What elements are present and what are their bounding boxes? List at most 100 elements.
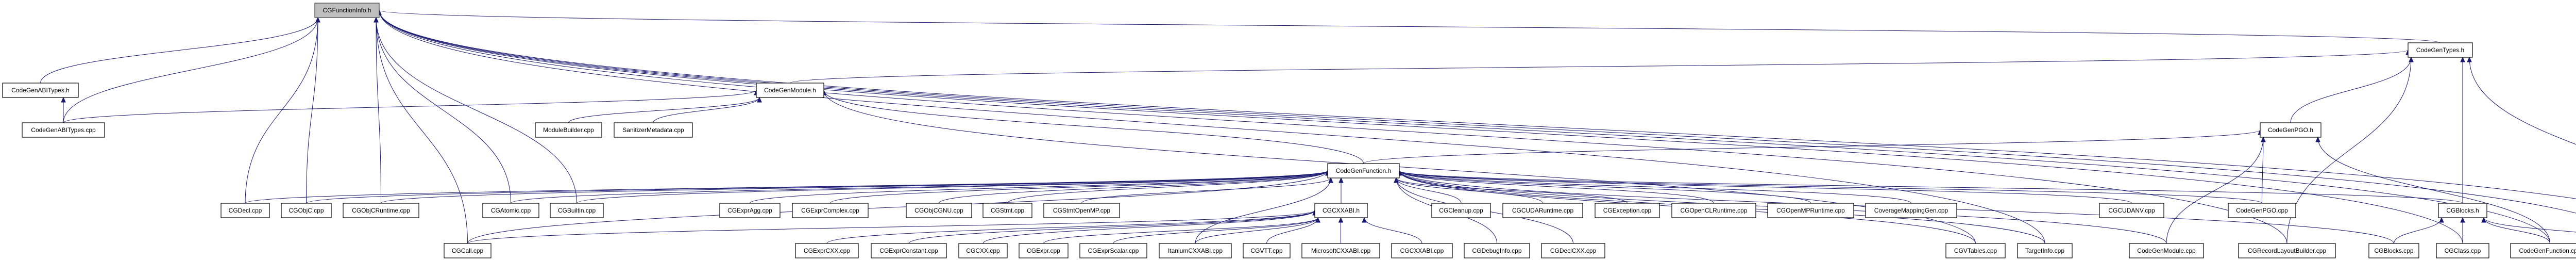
node-label: CGObjCGNU.cpp bbox=[914, 207, 963, 214]
arrowhead-icon bbox=[757, 96, 762, 103]
arrowhead-icon bbox=[2439, 217, 2444, 223]
edge-code-gen-function-cpp-to-code-gen-pgo-h bbox=[2317, 137, 2550, 244]
node-cgvtt-cpp[interactable]: CGVTT.cpp bbox=[1243, 243, 1291, 258]
node-cgbuiltin-cpp[interactable]: CGBuiltin.cpp bbox=[550, 203, 604, 218]
node-code-gen-module-cpp[interactable]: CodeGenModule.cpp bbox=[2129, 243, 2204, 258]
node-cgopen-clruntime-cpp[interactable]: CGOpenCLRuntime.cpp bbox=[1671, 203, 1756, 218]
edge-cgcxx-cpp-to-cgcxxabi-h bbox=[982, 210, 1315, 244]
node-code-gen-abitypes-cpp[interactable]: CodeGenABITypes.cpp bbox=[22, 122, 105, 138]
node-cgdecl-cxx-cpp[interactable]: CGDeclCXX.cpp bbox=[1541, 243, 1605, 258]
node-itanium-cxxabi-cpp[interactable]: ItaniumCXXABI.cpp bbox=[1159, 243, 1232, 258]
arrowhead-icon bbox=[2409, 56, 2414, 62]
node-cgrecord-layout-builder-cpp[interactable]: CGRecordLayoutBuilder.cpp bbox=[2238, 243, 2336, 258]
edge-cgvtables-cpp-to-code-gen-module-h bbox=[823, 90, 1976, 244]
node-cgobj-cgnu-cpp[interactable]: CGObjCGNU.cpp bbox=[906, 203, 972, 218]
node-cgexpr-scalar-cpp[interactable]: CGExprScalar.cpp bbox=[1079, 243, 1147, 258]
node-cgcxx-cpp[interactable]: CGCXX.cpp bbox=[958, 243, 1008, 258]
node-box bbox=[871, 243, 947, 258]
node-box bbox=[2238, 243, 2336, 258]
node-target-info-cpp[interactable]: TargetInfo.cpp bbox=[2017, 243, 2073, 258]
arrowhead-icon bbox=[61, 96, 66, 103]
arrowhead-icon bbox=[1394, 177, 1399, 183]
node-cgclass-cpp[interactable]: CGClass.cpp bbox=[2436, 243, 2489, 258]
edge-cgobj-cruntime-cpp-to-cgfunction-info-h bbox=[376, 17, 381, 204]
node-cgcxxabi-cpp[interactable]: CGCXXABI.cpp bbox=[1391, 243, 1453, 258]
node-cgcleanup-cpp[interactable]: CGCleanup.cpp bbox=[1431, 203, 1491, 218]
node-box bbox=[756, 83, 824, 98]
edge-sanitizer-metadata-cpp-to-code-gen-module-h bbox=[653, 97, 760, 123]
node-cgexception-cpp[interactable]: CGException.cpp bbox=[1595, 203, 1660, 218]
node-code-gen-pgo-h[interactable]: CodeGenPGO.h bbox=[2260, 122, 2321, 138]
node-label: TargetInfo.cpp bbox=[2025, 247, 2064, 254]
edge-code-gen-pgo-h-to-code-gen-types-h bbox=[2290, 57, 2412, 123]
arrowhead-icon bbox=[315, 17, 320, 23]
node-cgdecl-cpp[interactable]: CGDecl.cpp bbox=[221, 203, 270, 218]
node-cgexpr-cpp[interactable]: CGExpr.cpp bbox=[1019, 243, 1069, 258]
edge-cgexpr-scalar-cpp-to-cgcxxabi-h bbox=[1113, 217, 1318, 244]
edge-cgexpr-agg-cpp-to-code-gen-function-h bbox=[750, 170, 1328, 204]
node-cgexpr-constant-cpp[interactable]: CGExprConstant.cpp bbox=[871, 243, 947, 258]
node-cgobj-c-cpp[interactable]: CGObjC.cpp bbox=[281, 203, 332, 218]
edge-cgopen-clruntime-cpp-to-code-gen-function-h bbox=[1399, 170, 1714, 204]
node-box bbox=[2228, 203, 2296, 218]
arrowhead-icon bbox=[1328, 177, 1333, 183]
node-label: CGExprCXX.cpp bbox=[804, 247, 850, 254]
node-box bbox=[2, 83, 79, 98]
edge-cgblocks-h-to-code-gen-function-h bbox=[1399, 170, 2463, 204]
node-cgexpr-agg-cpp[interactable]: CGExprAgg.cpp bbox=[719, 203, 781, 218]
node-label: CGExprAgg.cpp bbox=[727, 207, 772, 214]
node-label: CodeGenPGO.h bbox=[2268, 126, 2313, 134]
node-cgstmt-open-mp-cpp[interactable]: CGStmtOpenMP.cpp bbox=[1043, 203, 1120, 218]
edge-coverage-mapping-gen-cpp-to-code-gen-function-h bbox=[1399, 170, 1911, 204]
node-box bbox=[343, 203, 419, 218]
node-cgcxxabi-h[interactable]: CGCXXABI.h bbox=[1314, 203, 1368, 218]
node-cgdebug-info-cpp[interactable]: CGDebugInfo.cpp bbox=[1464, 243, 1530, 258]
node-cgblocks-h[interactable]: CGBlocks.h bbox=[2438, 203, 2487, 218]
node-box bbox=[1541, 243, 1605, 258]
node-box bbox=[2017, 243, 2073, 258]
node-code-gen-function-cpp[interactable]: CodeGenFunction.cpp bbox=[2510, 243, 2576, 258]
edge-module-builder-cpp-to-code-gen-module-h bbox=[568, 97, 760, 123]
edge-code-gen-function-cpp-to-cgblocks-h bbox=[2483, 217, 2550, 244]
node-label: CGVTables.cpp bbox=[1954, 247, 1997, 254]
node-label: CGBuiltin.cpp bbox=[558, 207, 596, 214]
node-label: CGExprComplex.cpp bbox=[801, 207, 859, 214]
edge-cgvtt-cpp-to-cgcxxabi-h bbox=[1266, 217, 1318, 244]
node-cgcudanv-cpp[interactable]: CGCUDANV.cpp bbox=[2099, 203, 2164, 218]
node-cgfunction-info-h[interactable]: CGFunctionInfo.h bbox=[314, 3, 380, 18]
edge-code-gen-function-cpp-to-cgfunction-info-h bbox=[379, 10, 2550, 244]
edge-cgatomic-cpp-to-code-gen-function-h bbox=[511, 170, 1328, 204]
edge-cgobj-cmac-cpp-to-cgblocks-h bbox=[2483, 217, 2576, 233]
node-label: CodeGenModule.h bbox=[764, 87, 816, 94]
edge-cgbuiltin-cpp-to-code-gen-function-h bbox=[577, 170, 1328, 204]
node-cgexpr-complex-cpp[interactable]: CGExprComplex.cpp bbox=[792, 203, 869, 218]
edge-itanium-cxxabi-cpp-to-cgcxxabi-h bbox=[1195, 217, 1318, 244]
edge-cgatomic-cpp-to-cgfunction-info-h bbox=[376, 17, 511, 204]
node-cgobj-cruntime-cpp[interactable]: CGObjCRuntime.cpp bbox=[343, 203, 419, 218]
node-code-gen-abitypes-h[interactable]: CodeGenABITypes.h bbox=[2, 83, 79, 98]
node-cgcudaruntime-cpp[interactable]: CGCUDARuntime.cpp bbox=[1502, 203, 1583, 218]
node-code-gen-module-h[interactable]: CodeGenModule.h bbox=[756, 83, 824, 98]
node-cgatomic-cpp[interactable]: CGAtomic.cpp bbox=[482, 203, 539, 218]
node-module-builder-cpp[interactable]: ModuleBuilder.cpp bbox=[535, 122, 602, 138]
node-cgstmt-cpp[interactable]: CGStmt.cpp bbox=[982, 203, 1032, 218]
node-label: CGStmtOpenMP.cpp bbox=[1053, 207, 1110, 214]
node-label: CoverageMappingGen.cpp bbox=[1874, 207, 1948, 214]
node-box bbox=[221, 203, 270, 218]
node-cgexpr-cxx-cpp[interactable]: CGExprCXX.cpp bbox=[795, 243, 859, 258]
node-code-gen-function-h[interactable]: CodeGenFunction.h bbox=[1327, 163, 1400, 178]
node-coverage-mapping-gen-cpp[interactable]: CoverageMappingGen.cpp bbox=[1865, 203, 1957, 218]
node-cgopen-mpruntime-cpp[interactable]: CGOpenMPRuntime.cpp bbox=[1767, 203, 1854, 218]
edge-code-gen-abitypes-h-to-cgfunction-info-h bbox=[40, 17, 318, 84]
node-code-gen-types-h[interactable]: CodeGenTypes.h bbox=[2408, 42, 2473, 58]
node-label: CodeGenModule.cpp bbox=[2137, 247, 2196, 254]
node-cgcall-cpp[interactable]: CGCall.cpp bbox=[444, 243, 492, 258]
node-cgblocks-cpp[interactable]: CGBlocks.cpp bbox=[2368, 243, 2419, 258]
edge-cgcall-cpp-to-cgcxxabi-h bbox=[467, 210, 1315, 244]
node-code-gen-pgo-cpp[interactable]: CodeGenPGO.cpp bbox=[2228, 203, 2296, 218]
node-sanitizer-metadata-cpp[interactable]: SanitizerMetadata.cpp bbox=[614, 122, 693, 138]
node-box bbox=[550, 203, 604, 218]
node-cgvtables-cpp[interactable]: CGVTables.cpp bbox=[1945, 243, 2006, 258]
node-microsoft-cxxabi-cpp[interactable]: MicrosoftCXXABI.cpp bbox=[1301, 243, 1380, 258]
